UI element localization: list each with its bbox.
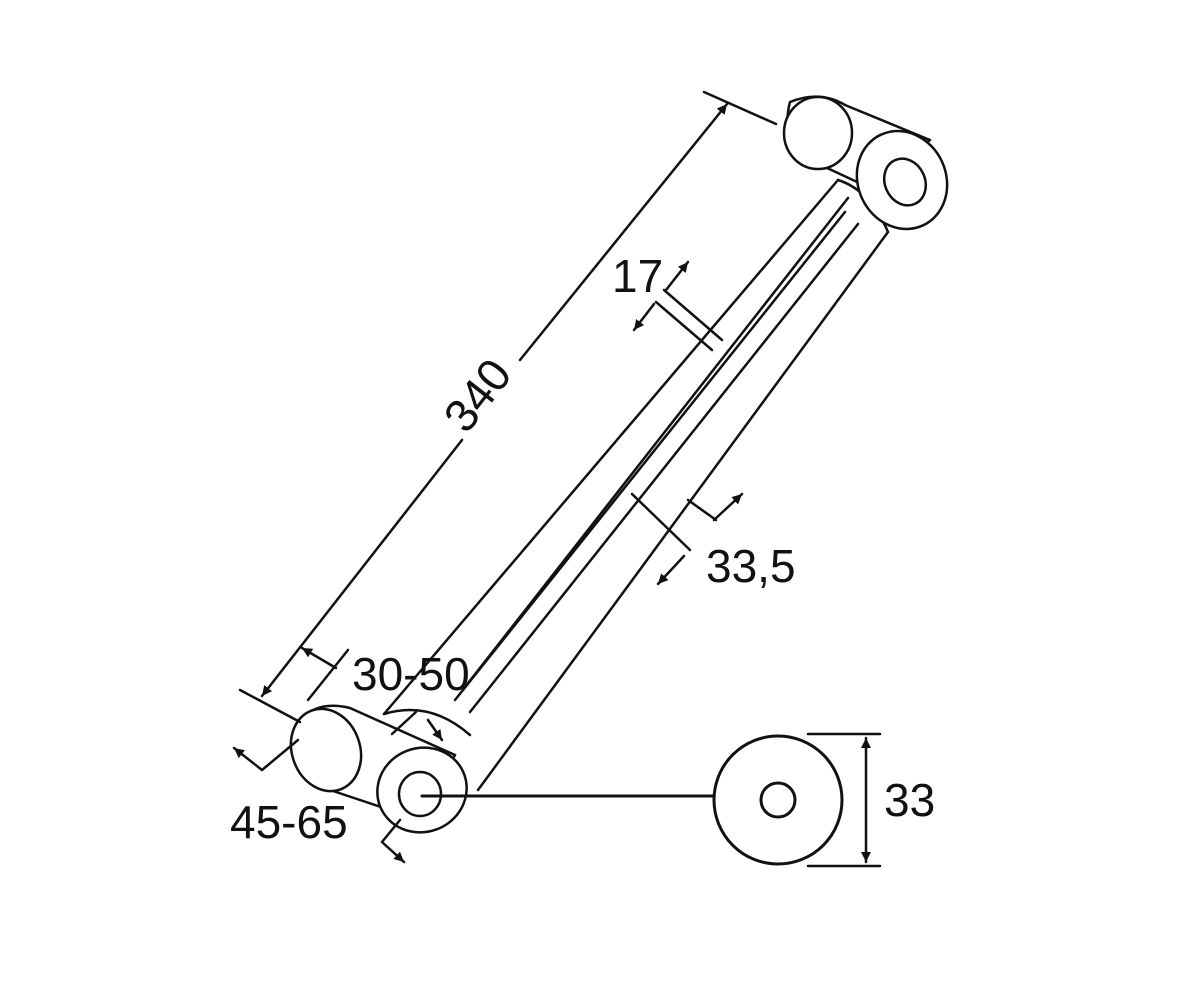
label-offset: 45-65 — [230, 796, 348, 848]
dimension-offset — [232, 738, 406, 864]
dimension-length — [238, 90, 778, 724]
label-bar-width: 17 — [612, 250, 663, 302]
dimension-diameter — [806, 732, 882, 868]
side-view-disc — [712, 734, 844, 866]
label-projection: 30-50 — [352, 648, 470, 700]
dimension-bar-width — [632, 260, 724, 352]
dimension-projection — [300, 646, 444, 742]
label-length: 340 — [433, 349, 521, 441]
label-body-width: 33,5 — [706, 540, 796, 592]
label-diameter: 33 — [884, 774, 935, 826]
bottom-end-cap — [289, 704, 468, 834]
handle-body — [382, 178, 890, 792]
top-end-cap — [782, 95, 949, 231]
dimension-body-width — [630, 492, 744, 586]
